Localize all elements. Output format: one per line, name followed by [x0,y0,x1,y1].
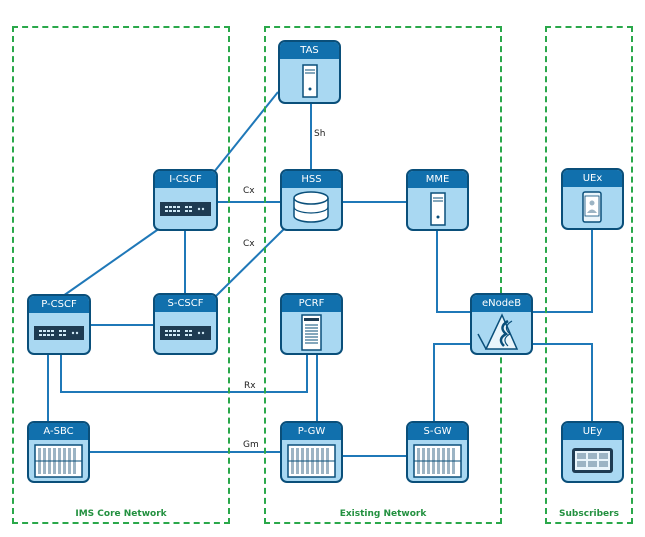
link-tas-icscf [213,91,279,173]
node-label: TAS [280,42,339,59]
node-label: MME [408,171,467,188]
rack-icon [282,440,341,481]
link-enodeb-uex [531,227,593,313]
node-label: S-CSCF [155,295,216,312]
server-icon [408,188,467,229]
rack-icon [29,440,88,481]
link-icscf-pcscf [62,227,161,297]
rack-icon [408,440,467,481]
node-mme[interactable]: MME [406,169,469,231]
database-icon [282,188,341,229]
switch-icon [155,188,216,229]
node-pcscf[interactable]: P-CSCF [27,294,91,355]
link-label-gm: Gm [243,440,259,450]
link-hss-scscf [214,227,286,298]
server-icon [280,59,339,102]
node-scscf[interactable]: S-CSCF [153,293,218,355]
node-pgw[interactable]: P-GW [280,421,343,483]
zone-ims-core [12,26,230,524]
node-icscf[interactable]: I-CSCF [153,169,218,231]
link-label-cx-lower: Cx [243,239,255,249]
node-hss[interactable]: HSS [280,169,343,231]
switch-icon [29,313,89,353]
node-uex[interactable]: UEx [561,168,624,230]
node-label: A-SBC [29,423,88,440]
zone-existing [264,26,502,524]
link-label-cx-upper: Cx [243,186,255,196]
zone-ims-label: IMS Core Network [75,509,167,519]
node-label: HSS [282,171,341,188]
node-label: S-GW [408,423,467,440]
node-label: UEy [563,423,622,440]
node-label: P-CSCF [29,296,89,313]
node-uey[interactable]: UEy [561,421,624,483]
link-label-rx: Rx [244,381,256,391]
node-label: UEx [563,170,622,187]
node-label: P-GW [282,423,341,440]
node-asbc[interactable]: A-SBC [27,421,90,483]
link-label-sh: Sh [314,129,326,139]
antenna-icon [472,312,531,353]
link-pcscf-pcrf [60,353,308,393]
zone-subscribers-label: Subscribers [559,509,619,519]
tablet-icon [563,440,622,481]
server-tower-icon [282,312,341,353]
node-label: eNodeB [472,295,531,312]
node-tas[interactable]: TAS [278,40,341,104]
switch-icon [155,312,216,353]
link-sgw-enodeb [433,343,471,421]
node-label: PCRF [282,295,341,312]
zone-subscribers [545,26,633,524]
node-enodeb[interactable]: eNodeB [470,293,533,355]
link-mme-enodeb [436,230,472,313]
node-pcrf[interactable]: PCRF [280,293,343,355]
zone-existing-label: Existing Network [339,509,427,519]
node-sgw[interactable]: S-GW [406,421,469,483]
node-label: I-CSCF [155,171,216,188]
link-enodeb-uey [532,343,593,421]
phone-icon [563,187,622,228]
